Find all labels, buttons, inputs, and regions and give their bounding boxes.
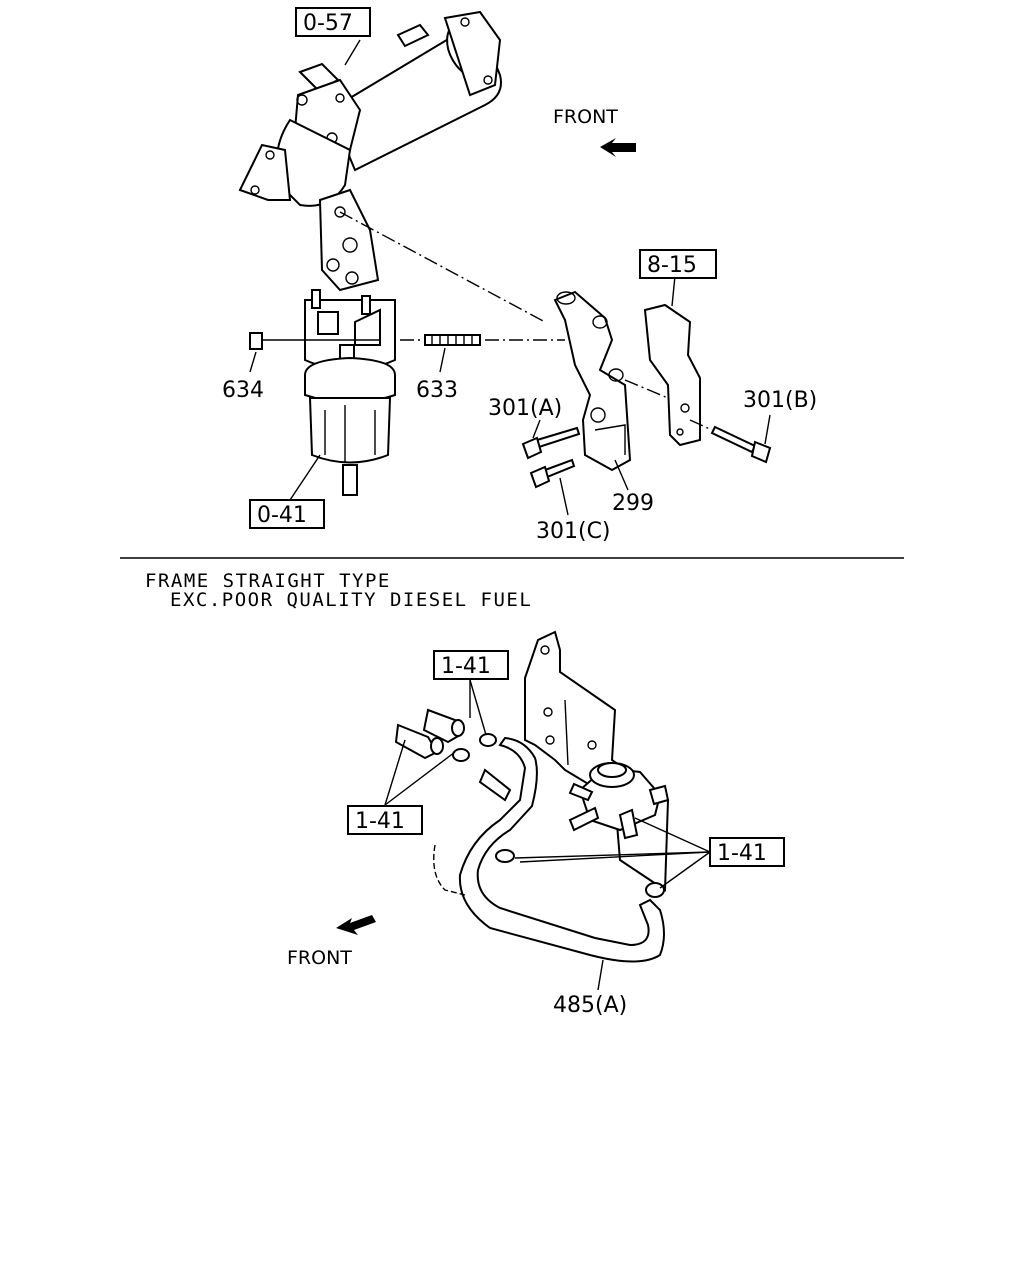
callout-301b: 301(B) — [743, 388, 817, 413]
callout-1-41-left: 1-41 — [355, 809, 405, 834]
bolt-301b-shape — [710, 425, 772, 464]
callout-634: 634 — [222, 378, 264, 403]
exhaust-pipe-assembly — [238, 10, 502, 292]
fitting-left-upper — [422, 708, 465, 744]
fitting-left-lower — [394, 723, 444, 760]
bracket-8-15-shape — [643, 303, 701, 447]
mounting-plate-shape — [524, 630, 670, 892]
caption-line-1: FRAME STRAIGHT TYPE — [145, 570, 391, 592]
callout-0-41: 0-41 — [257, 503, 307, 528]
callout-0-57: 0-57 — [303, 11, 353, 36]
bracket-299-shape — [553, 290, 632, 472]
callout-box-1-41-top — [433, 650, 509, 680]
callout-box-1-41-left — [347, 805, 423, 835]
callout-299: 299 — [612, 491, 654, 516]
callout-633: 633 — [416, 378, 458, 403]
callout-1-41-top: 1-41 — [441, 654, 491, 679]
hose-485a-shape — [433, 736, 665, 963]
callout-box-8-15 — [639, 249, 717, 279]
callout-8-15: 8-15 — [647, 253, 697, 278]
callout-box-1-41-right — [709, 837, 785, 867]
bolt-301a-shape — [521, 426, 581, 460]
callout-box-0-57 — [295, 7, 371, 37]
clip-icons — [452, 733, 665, 898]
front-arrow-icon-upper — [600, 138, 636, 157]
fuel-filter-assembly — [304, 289, 396, 496]
callout-1-41-right: 1-41 — [717, 841, 767, 866]
callout-301c: 301(C) — [536, 519, 611, 544]
caption-line-2: EXC.POOR QUALITY DIESEL FUEL — [170, 589, 532, 611]
fuel-regulator-shape — [568, 762, 670, 840]
callout-301a: 301(A) — [488, 396, 562, 421]
nut-634-shape — [249, 332, 263, 350]
bolt-301c-shape — [529, 458, 576, 489]
callout-box-0-41 — [249, 499, 325, 529]
callout-485a: 485(A) — [553, 993, 627, 1018]
front-label-upper: FRONT — [553, 106, 618, 128]
front-label-lower: FRONT — [287, 947, 352, 969]
front-arrow-icon-lower — [336, 915, 376, 935]
stud-633-shape — [424, 334, 481, 346]
